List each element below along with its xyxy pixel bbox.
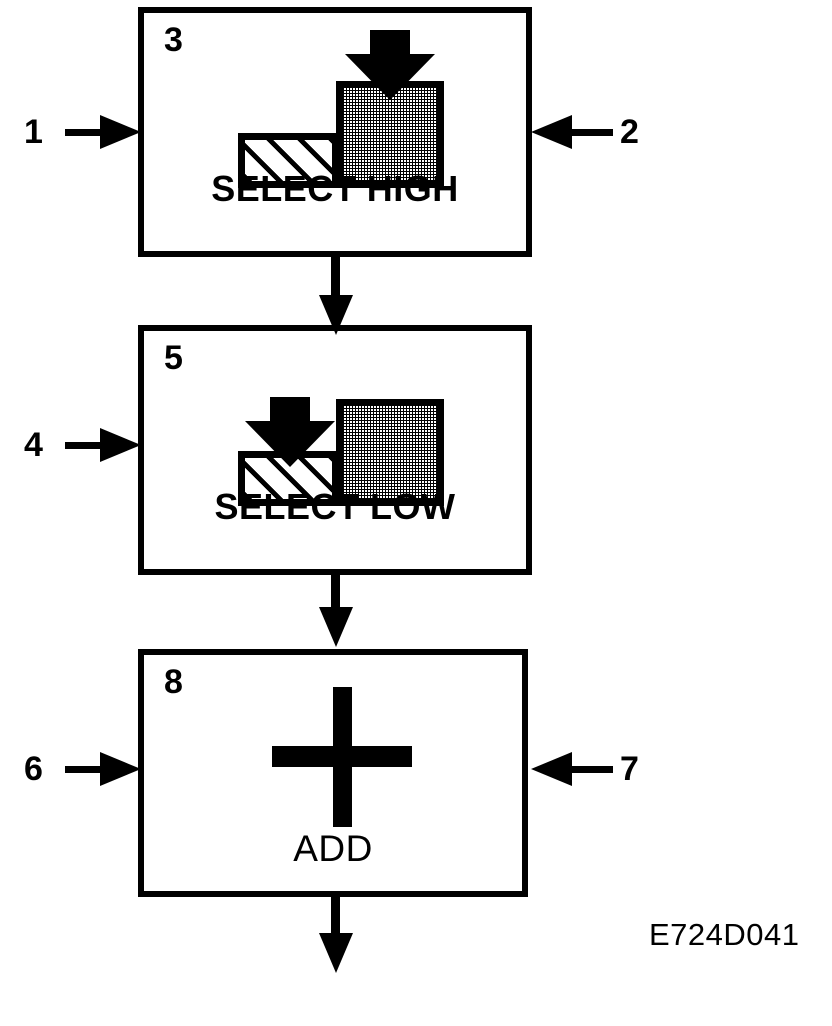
box-number-add: 8 (164, 663, 183, 701)
callout-4-label: 4 (24, 426, 43, 464)
callout-6-leader (65, 766, 107, 773)
icon-select-low (144, 331, 526, 569)
callout-2-label: 2 (620, 113, 639, 151)
callout-2-arrowhead (531, 115, 572, 149)
process-box-select-low[interactable]: 5 SELECT LOW (138, 325, 532, 575)
callout-1-leader (65, 129, 107, 136)
process-box-add[interactable]: 8 ADD (138, 649, 528, 897)
callout-4: 4 (24, 428, 144, 474)
callout-7-leader (571, 766, 613, 773)
stippled-high-block (336, 81, 444, 188)
callout-7: 7 (527, 752, 647, 798)
callout-2: 2 (527, 115, 647, 161)
callout-2-leader (571, 129, 613, 136)
callout-7-label: 7 (620, 750, 639, 788)
callout-1-arrowhead (100, 115, 141, 149)
callout-4-leader (65, 442, 107, 449)
box-number-select-low: 5 (164, 339, 183, 377)
callout-6-arrowhead (100, 752, 141, 786)
drawing-reference-code: E724D041 (649, 917, 800, 952)
icon-select-high (144, 13, 526, 251)
icon-add (144, 655, 522, 891)
hatched-low-block (238, 133, 339, 188)
box-number-select-high: 3 (164, 21, 183, 59)
callout-6-label: 6 (24, 750, 43, 788)
callout-4-arrowhead (100, 428, 141, 462)
callout-7-arrowhead (531, 752, 572, 786)
plus-icon (272, 687, 412, 827)
box-caption-add: ADD (293, 828, 373, 869)
process-box-select-high[interactable]: 3 SELECT HIGH (138, 7, 532, 257)
box-caption-select-low: SELECT LOW (214, 486, 456, 527)
callout-1: 1 (24, 115, 144, 161)
callout-6: 6 (24, 752, 144, 798)
callout-1-label: 1 (24, 113, 43, 151)
stippled-high-block (336, 399, 444, 506)
box-caption-select-high: SELECT HIGH (211, 168, 459, 209)
